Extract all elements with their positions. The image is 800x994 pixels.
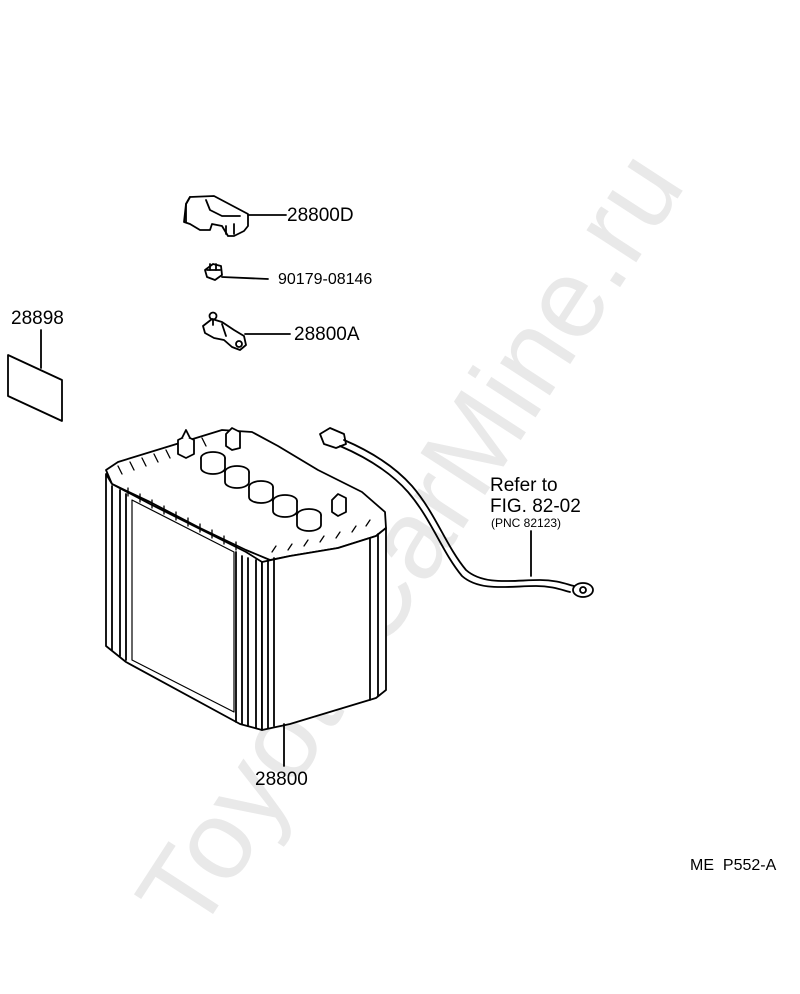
part-number-28800A: 28800A: [294, 324, 360, 345]
terminal-clamp-illustration: [202, 311, 247, 351]
reference-line-2: FIG. 82-02: [490, 496, 581, 517]
reference-line-1: Refer to: [490, 475, 558, 496]
reference-line-3: (PNC 82123): [491, 516, 562, 530]
nut-illustration: [204, 263, 223, 281]
illustration-code: ME P552-A: [690, 857, 777, 874]
hold-down-clamp-illustration: [183, 195, 249, 237]
part-number-28800D: 28800D: [287, 205, 354, 226]
part-number-90179-08146: 90179-08146: [278, 271, 373, 288]
part-number-28898: 28898: [11, 308, 64, 329]
leader-90179-08146: [221, 276, 269, 280]
part-number-28800: 28800: [255, 769, 308, 790]
battery-illustration: [105, 427, 387, 731]
battery-cable-illustration: [319, 427, 594, 598]
caution-label-illustration: [7, 354, 63, 422]
